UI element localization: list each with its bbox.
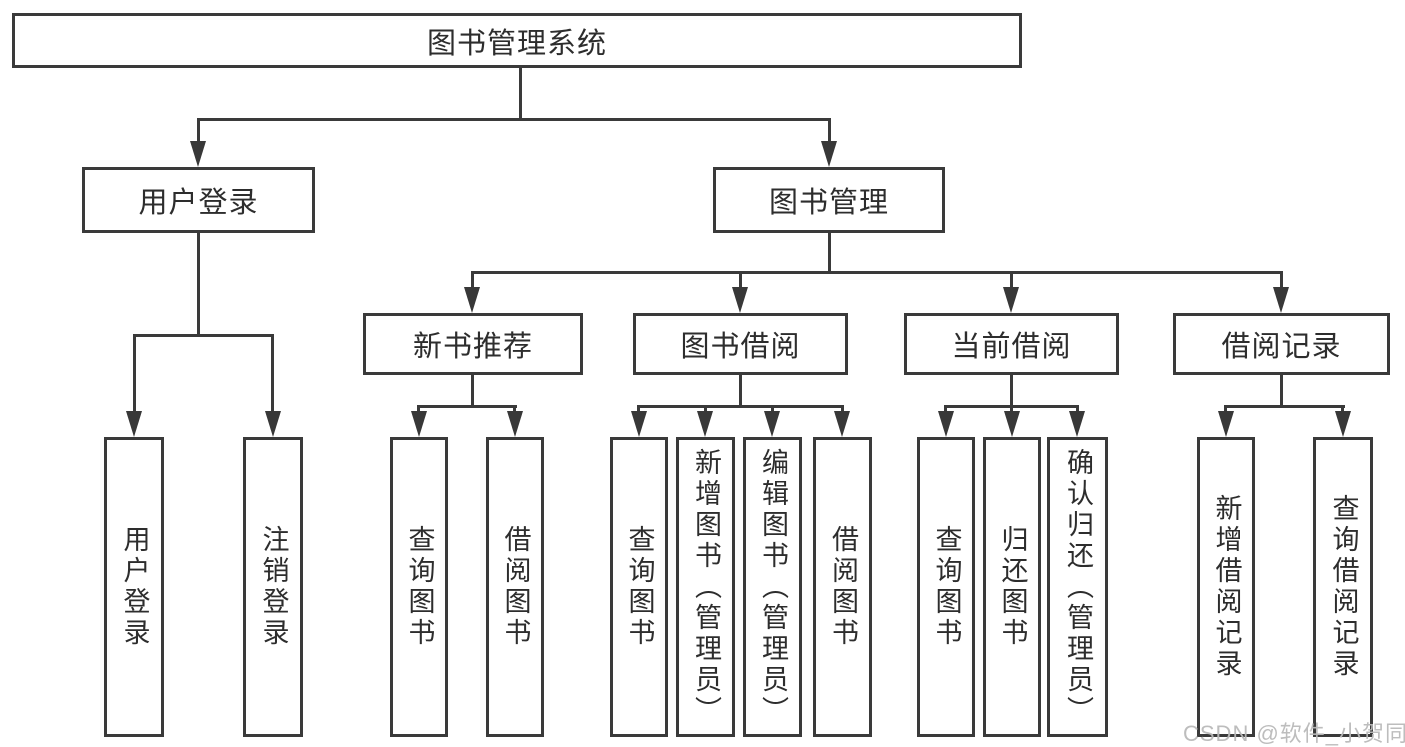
- connector-line: [739, 271, 742, 291]
- leaf-query-book-current: 查询图书: [917, 437, 975, 737]
- node-new-book-recommend: 新书推荐: [363, 313, 583, 375]
- arrowhead-down-icon: [764, 411, 780, 437]
- arrowhead-down-icon: [265, 411, 281, 437]
- leaf-return-book: 归还图书: [983, 437, 1041, 737]
- connector-line: [739, 375, 742, 408]
- connector-line: [133, 334, 136, 416]
- connector-line: [197, 233, 200, 336]
- arrowhead-down-icon: [411, 411, 427, 437]
- leaf-query-book-current-label: 查询图书: [931, 525, 962, 649]
- node-root: 图书管理系统: [12, 13, 1022, 68]
- node-user-login-label: 用户登录: [138, 187, 259, 219]
- connector-line: [1010, 271, 1013, 291]
- leaf-return-book-label: 归还图书: [997, 525, 1028, 649]
- leaf-query-borrow-record-label: 查询借阅记录: [1328, 494, 1359, 680]
- leaf-query-borrow-record: 查询借阅记录: [1313, 437, 1373, 737]
- leaf-confirm-return-admin-label: 确认归还（管理员）: [1063, 447, 1093, 727]
- leaf-add-borrow-record: 新增借阅记录: [1197, 437, 1255, 737]
- connector-line: [828, 233, 831, 274]
- leaf-edit-book-admin: 编辑图书（管理员）: [743, 437, 802, 737]
- node-book-management-label: 图书管理: [768, 187, 889, 219]
- leaf-edit-book-admin-label: 编辑图书（管理员）: [758, 447, 788, 727]
- connector-line: [197, 118, 831, 121]
- connector-line: [1280, 271, 1283, 291]
- arrowhead-down-icon: [938, 411, 954, 437]
- arrowhead-down-icon: [732, 287, 748, 313]
- node-book-borrow: 图书借阅: [633, 313, 848, 375]
- arrowhead-down-icon: [821, 141, 837, 167]
- connector-line: [1280, 375, 1283, 408]
- leaf-add-book-admin: 新增图书（管理员）: [676, 437, 735, 737]
- leaf-user-login: 用户登录: [104, 437, 164, 737]
- node-root-label: 图书管理系统: [426, 27, 607, 60]
- connector-line: [1224, 405, 1345, 408]
- leaf-borrow-book-recommend-label: 借阅图书: [500, 525, 531, 649]
- arrowhead-down-icon: [126, 411, 142, 437]
- connector-line: [1010, 375, 1013, 408]
- connector-line: [471, 375, 474, 408]
- connector-line: [637, 405, 844, 408]
- leaf-logout-label: 注销登录: [258, 525, 289, 649]
- node-book-borrow-label: 图书借阅: [680, 331, 801, 363]
- leaf-add-borrow-record-label: 新增借阅记录: [1211, 494, 1242, 680]
- node-book-management: 图书管理: [713, 167, 945, 233]
- connector-line: [133, 334, 274, 337]
- leaf-add-book-admin-label: 新增图书（管理员）: [691, 447, 721, 727]
- connector-line: [828, 118, 831, 145]
- connector-line: [519, 68, 522, 121]
- leaf-borrow-book: 借阅图书: [813, 437, 872, 737]
- connector-line: [271, 334, 274, 416]
- node-current-borrow: 当前借阅: [904, 313, 1119, 375]
- arrowhead-down-icon: [631, 411, 647, 437]
- arrowhead-down-icon: [507, 411, 523, 437]
- connector-line: [471, 271, 474, 291]
- node-borrow-records-label: 借阅记录: [1221, 331, 1342, 363]
- leaf-logout: 注销登录: [243, 437, 303, 737]
- connector-line: [418, 405, 517, 408]
- arrowhead-down-icon: [1218, 411, 1234, 437]
- node-borrow-records: 借阅记录: [1173, 313, 1390, 375]
- arrowhead-down-icon: [464, 287, 480, 313]
- leaf-user-login-label: 用户登录: [119, 525, 150, 649]
- leaf-confirm-return-admin: 确认归还（管理员）: [1047, 437, 1108, 737]
- arrowhead-down-icon: [190, 141, 206, 167]
- node-user-login: 用户登录: [82, 167, 315, 233]
- leaf-query-book-borrow-label: 查询图书: [624, 525, 655, 649]
- arrowhead-down-icon: [697, 411, 713, 437]
- leaf-borrow-book-recommend: 借阅图书: [486, 437, 544, 737]
- arrowhead-down-icon: [834, 411, 850, 437]
- node-new-book-recommend-label: 新书推荐: [412, 331, 533, 363]
- leaf-query-book-recommend-label: 查询图书: [404, 525, 435, 649]
- arrowhead-down-icon: [1004, 411, 1020, 437]
- arrowhead-down-icon: [1335, 411, 1351, 437]
- arrowhead-down-icon: [1069, 411, 1085, 437]
- leaf-query-book-recommend: 查询图书: [390, 437, 448, 737]
- node-current-borrow-label: 当前借阅: [951, 331, 1072, 363]
- arrowhead-down-icon: [1003, 287, 1019, 313]
- connector-line: [197, 118, 200, 145]
- leaf-borrow-book-label: 借阅图书: [828, 525, 858, 649]
- csdn-watermark: CSDN @软件_小贺同学: [1183, 721, 1405, 746]
- arrowhead-down-icon: [1273, 287, 1289, 313]
- leaf-query-book-borrow: 查询图书: [610, 437, 668, 737]
- connector-line: [471, 271, 1283, 274]
